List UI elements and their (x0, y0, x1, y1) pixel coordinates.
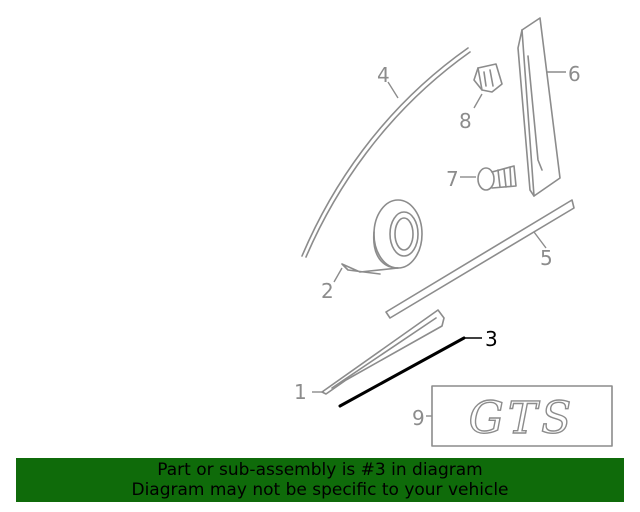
part-8-clip[interactable] (473, 63, 503, 93)
part-4-roof-molding[interactable] (301, 47, 471, 258)
callout-7[interactable]: 7 (446, 167, 459, 191)
callout-2[interactable]: 2 (321, 279, 334, 303)
leader-8 (473, 93, 483, 109)
leader-2 (333, 267, 343, 283)
parts-diagram: 4 6 8 7 2 5 1 (294, 17, 613, 447)
callout-1[interactable]: 1 (294, 380, 307, 404)
leader-4 (387, 81, 399, 99)
callout-6[interactable]: 6 (568, 62, 581, 86)
callout-5[interactable]: 5 (540, 246, 553, 270)
info-banner: Part or sub-assembly is #3 in diagram Di… (16, 458, 624, 502)
part-3-trim-strip[interactable] (338, 336, 466, 408)
part-6-pillar-trim[interactable] (517, 17, 561, 197)
callout-3[interactable]: 3 (485, 327, 498, 351)
part-7-screw[interactable] (477, 165, 517, 191)
part-9-badge[interactable]: GTS (431, 385, 613, 447)
part-5-door-molding[interactable] (385, 199, 575, 319)
banner-line-2: Diagram may not be specific to your vehi… (131, 480, 509, 500)
banner-line-1: Part or sub-assembly is #3 in diagram (157, 460, 483, 480)
part-2-tape-roll[interactable] (341, 199, 423, 275)
callout-4[interactable]: 4 (377, 63, 390, 87)
badge-lettering: GTS (469, 393, 576, 444)
callout-8[interactable]: 8 (459, 109, 472, 133)
callout-9[interactable]: 9 (412, 406, 425, 430)
leader-5 (533, 231, 547, 249)
part-1-lower-molding[interactable] (321, 309, 445, 395)
